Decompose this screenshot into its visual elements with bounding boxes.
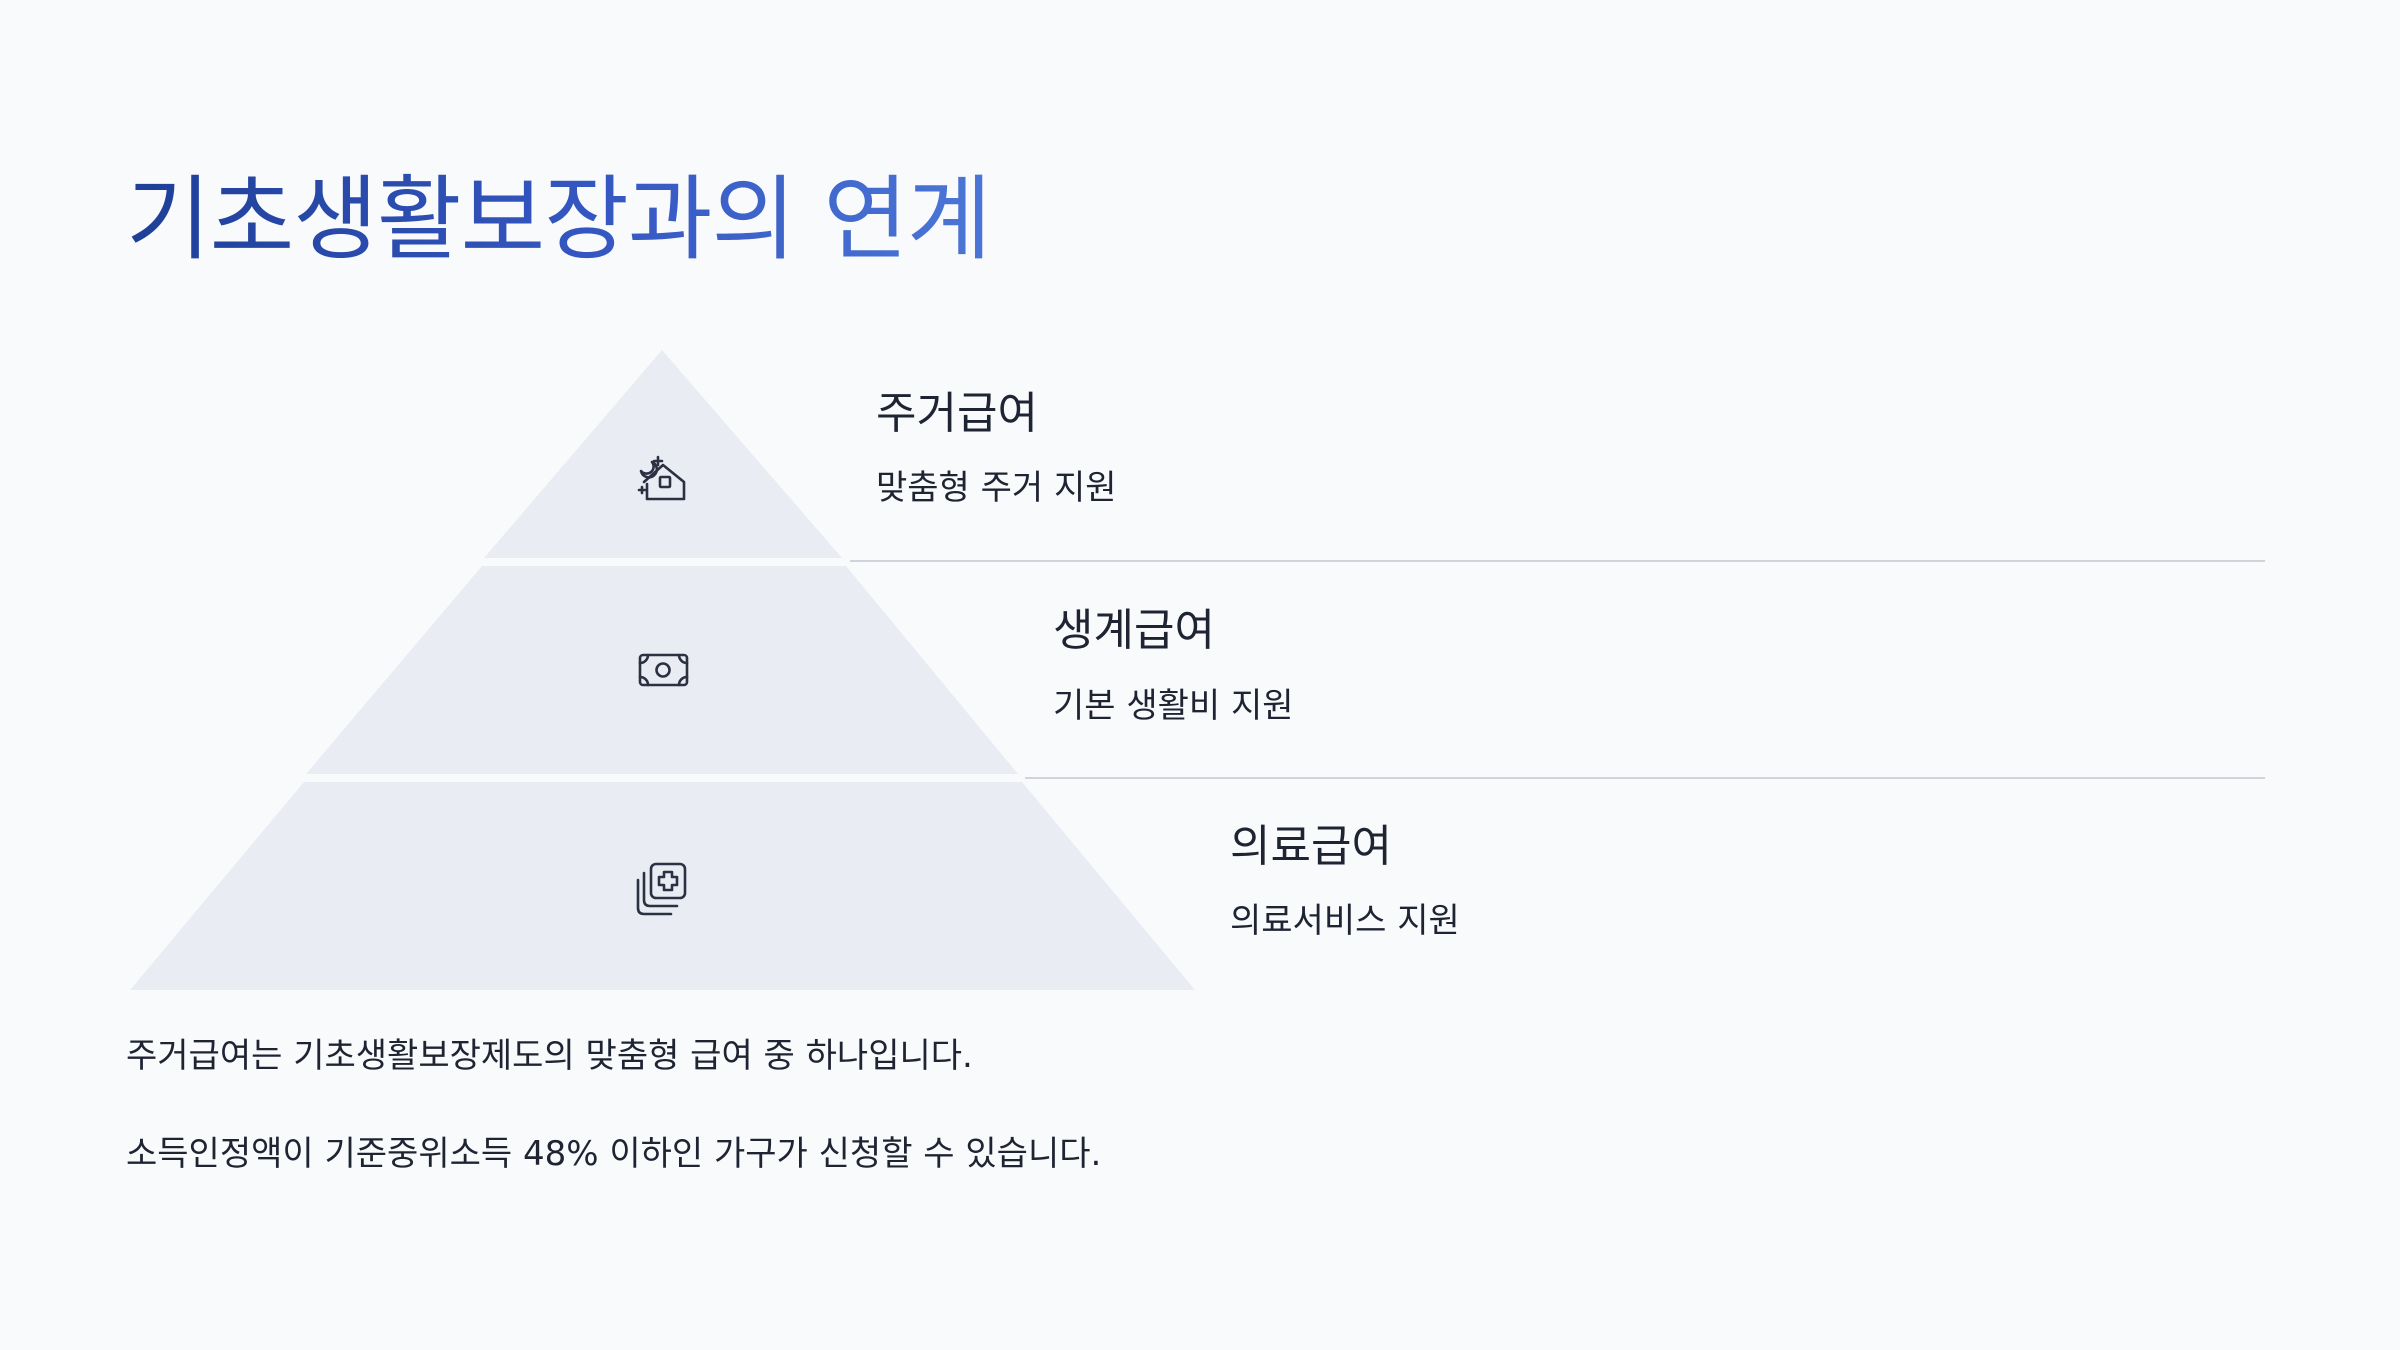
level-title-livelihood: 생계급여 bbox=[1053, 605, 1215, 656]
note-eligibility: 소득인정액이 기준중위소득 48% 이하인 가구가 신청할 수 있습니다. bbox=[126, 1134, 1102, 1174]
note-housing-benefit: 주거급여는 기초생활보장제도의 맞춤형 급여 중 하나입니다. bbox=[126, 1036, 973, 1076]
pyramid-tier-top bbox=[484, 350, 842, 558]
level-title-medical: 의료급여 bbox=[1230, 821, 1392, 872]
house-icon bbox=[637, 455, 686, 501]
level-desc-medical: 의료서비스 지원 bbox=[1230, 901, 1460, 941]
level-title-housing: 주거급여 bbox=[876, 388, 1038, 439]
medical-cross-icon bbox=[636, 862, 687, 916]
level-desc-housing: 맞춤형 주거 지원 bbox=[876, 468, 1117, 508]
level-desc-livelihood: 기본 생활비 지원 bbox=[1053, 686, 1294, 726]
pyramid-tier-middle bbox=[306, 566, 1018, 774]
page-title: 기초생활보장과의 연계 bbox=[126, 160, 992, 280]
banknote-icon bbox=[638, 653, 689, 687]
